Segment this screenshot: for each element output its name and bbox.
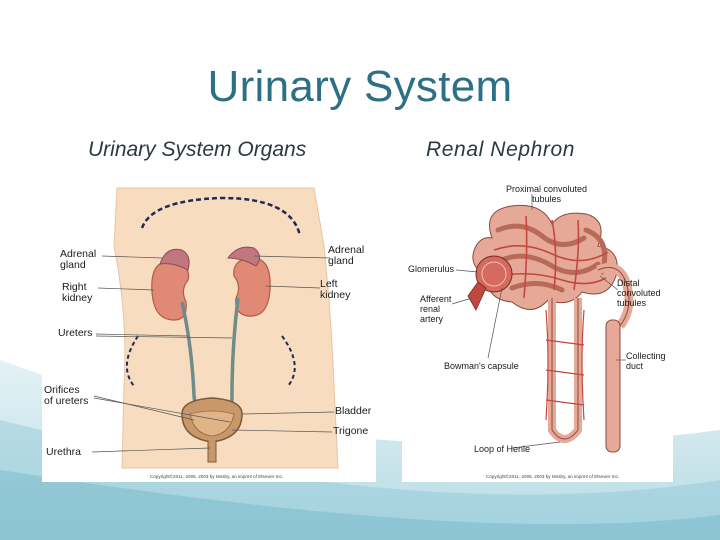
label-right-kidney: Right kidney — [62, 281, 93, 304]
nephron-copyright: Copyright©2011, 2006, 2003 by Mosby, an … — [486, 474, 620, 479]
label-bladder: Bladder — [335, 405, 372, 417]
slide-title: Urinary System — [207, 62, 513, 111]
label-ureters: Ureters — [58, 327, 93, 339]
label-urethra: Urethra — [46, 446, 82, 458]
label-loop-of-henle: Loop of Henle — [474, 444, 531, 454]
label-glomerulus: Glomerulus — [408, 264, 455, 274]
label-trigone: Trigone — [333, 425, 369, 437]
label-bowmans-capsule: Bowman's capsule — [444, 361, 519, 371]
label-adrenal-gland-right: Adrenal gland — [328, 244, 365, 267]
urinary-organs-diagram: Adrenal gland Right kidney Ureters Orifi… — [42, 186, 376, 482]
label-left-kidney: Left kidney — [320, 278, 351, 301]
nephron-heading: Renal Nephron — [426, 138, 576, 161]
label-orifices-of-ureters: Orifices of ureters — [44, 384, 89, 407]
organs-illustration — [91, 187, 339, 469]
label-distal-convoluted-tubules: Distal convoluted tubules — [617, 278, 661, 308]
nephron-illustration — [451, 194, 634, 453]
renal-nephron-diagram: Proximal convoluted tubules Glomerulus A… — [402, 180, 673, 482]
organs-copyright: Copyright©2011, 2006, 2003 by Mosby, an … — [150, 474, 284, 479]
label-collecting-duct: Collecting duct — [626, 351, 666, 371]
label-adrenal-gland-left: Adrenal gland — [60, 248, 97, 271]
label-afferent-renal-artery: Afferent renal artery — [420, 294, 452, 324]
organs-heading: Urinary System Organs — [88, 138, 307, 161]
label-proximal-convoluted-tubules: Proximal convoluted tubules — [506, 184, 588, 204]
